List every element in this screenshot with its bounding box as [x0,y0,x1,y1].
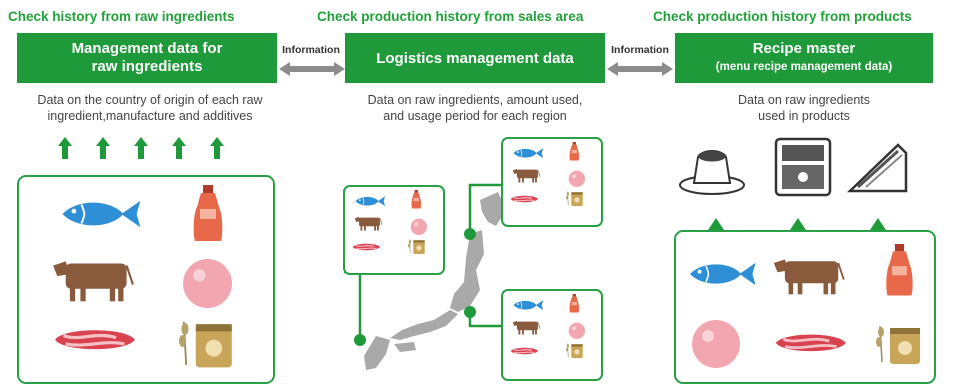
logistics-description: Data on raw ingredients, amount used, an… [325,92,625,124]
up-arrow-icon [172,137,186,159]
up-arrow-icon [210,137,224,159]
raw-ingredients-description: Data on the country of origin of each ra… [0,92,300,124]
meat-slices-icon [774,333,848,353]
logistics-desc-line2: and usage period for each region [383,109,567,123]
title-raw-ingredients: Check history from raw ingredients [8,9,235,24]
recipe-ingredients-panel [674,230,936,384]
title-sales-area: Check production history from sales area [317,9,584,24]
fish-icon [61,199,142,229]
grain-jar-icon [875,325,921,365]
meat-slices-icon [53,328,137,351]
recipe-description: Data on raw ingredients used in products [654,92,954,124]
region-marker-north [464,228,476,240]
sandwich-icon [846,143,908,193]
region-panel-north [501,137,603,227]
region-marker-central [464,306,476,318]
recipe-desc-line1: Data on raw ingredients [737,93,871,107]
raw-ingredients-panel [17,175,275,384]
double-arrow-icon [607,62,673,76]
up-arrows [58,137,224,159]
up-arrow-icon [58,137,72,159]
up-arrow-icon [96,137,110,159]
japan-map-illustration [343,137,603,381]
lunchbox-icon [774,137,832,197]
japan-map [364,192,506,370]
management-data-line2: raw ingredients [91,58,203,75]
title-products: Check production history from products [653,9,912,24]
region-panel-west [343,185,445,275]
logistics-desc-line1: Data on raw ingredients, amount used, [367,93,583,107]
management-data-line1: Management data for [71,40,223,57]
recipe-desc-line2: used in products [758,109,850,123]
fish-icon [689,261,757,287]
cow-icon [52,260,134,303]
recipe-master-box: Recipe master (menu recipe management da… [675,33,933,83]
raw-desc-line2: ingredient,manufacture and additives [47,109,253,123]
recipe-master-subtitle: (menu recipe management data) [715,61,893,73]
sauce-bottle-icon [886,244,913,296]
raw-desc-line1: Data on the country of origin of each ra… [37,93,263,107]
double-arrow-icon [279,62,345,76]
region-panel-central [501,289,603,381]
information-label-1: Information [282,44,340,56]
product-link-markers [708,218,886,230]
products-illustration [679,137,908,197]
recipe-ingredients-illustration [689,244,921,368]
cow-icon [772,258,845,296]
pink-ball-icon [692,320,740,368]
logistics-data-label: Logistics management data [376,49,574,67]
sauce-bottle-icon [193,185,223,241]
grain-jar-icon [178,320,233,369]
pudding-icon [679,150,745,195]
ingredients-illustration [52,185,233,369]
region-marker-south [354,334,366,346]
information-label-2: Information [611,44,669,56]
pink-ball-icon [183,259,232,308]
up-arrow-icon [134,137,148,159]
recipe-master-title: Recipe master [752,40,856,57]
logistics-data-box: Logistics management data [345,33,605,83]
management-data-box: Management data for raw ingredients [17,33,277,83]
